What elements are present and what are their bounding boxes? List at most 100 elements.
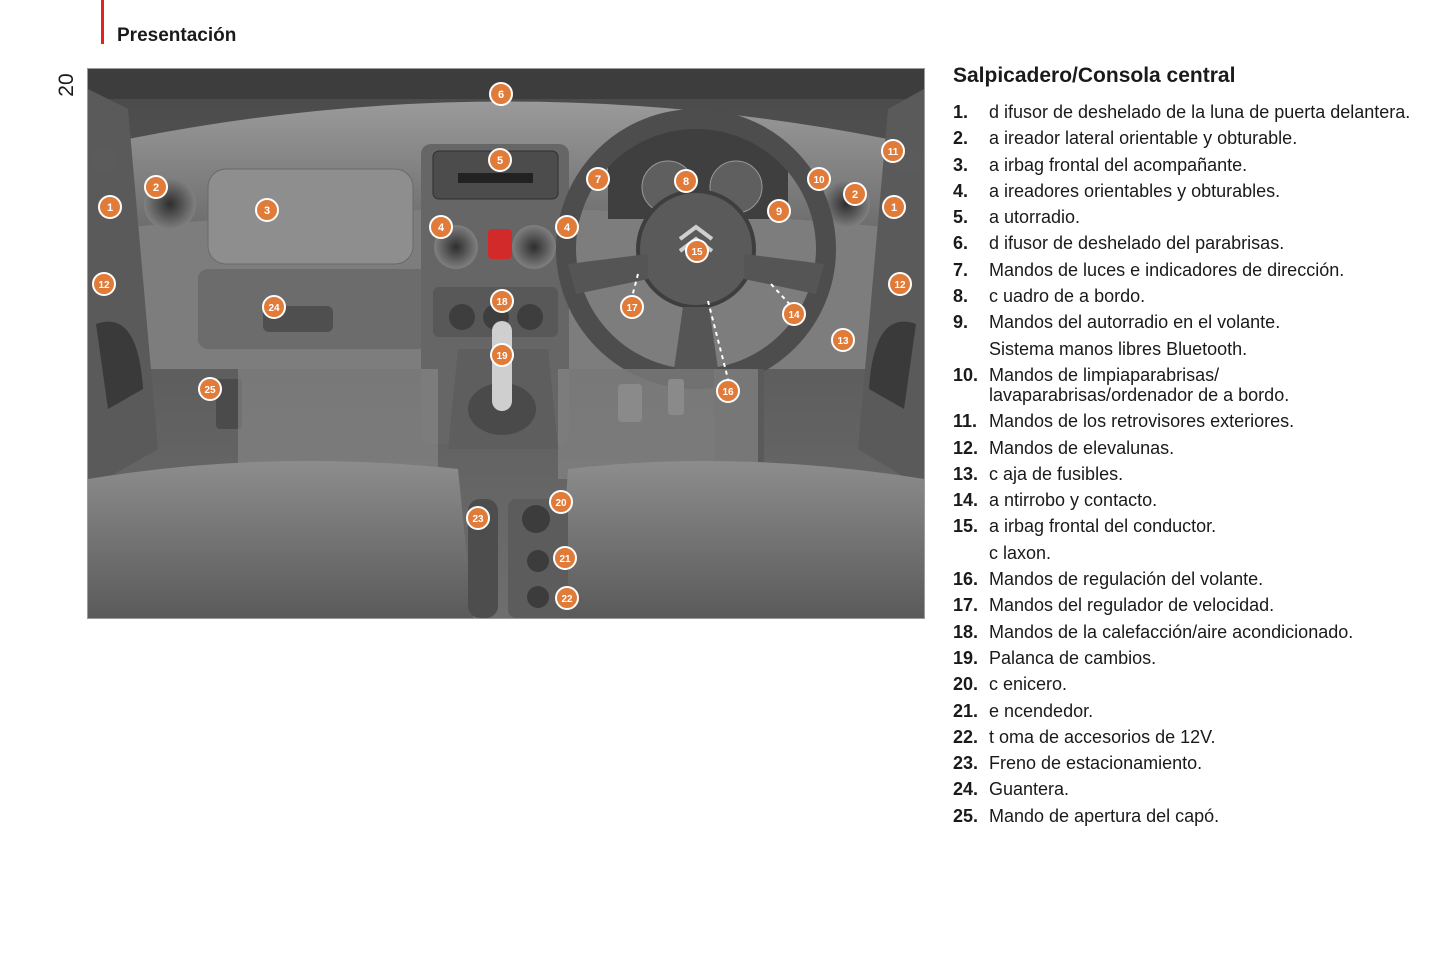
callout-marker-line xyxy=(631,273,639,298)
legend-item-text: d ifusor de deshelado del parabrisas. xyxy=(989,233,1423,253)
callout-number: 12 xyxy=(98,280,110,291)
callout-badge xyxy=(144,175,168,199)
callout-13: 13 xyxy=(831,328,855,352)
legend-item-number: 22. xyxy=(953,726,979,747)
legend-item-description: Mandos de elevalunas. xyxy=(989,437,1175,458)
legend-item: 10.Mandos de limpiaparabrisas/ lavaparab… xyxy=(953,365,1423,405)
legend-item: 5. a utorradio. xyxy=(953,207,1423,227)
callout-number: 2 xyxy=(153,182,159,194)
legend-list: 1.d ifusor de deshelado de la luna de pu… xyxy=(953,102,1423,832)
legend-item: 19.Palanca de cambios. xyxy=(953,648,1423,668)
callout-number: 12 xyxy=(894,280,906,291)
legend-item-number: 7. xyxy=(953,259,969,280)
callout-badge xyxy=(549,490,573,514)
legend-item-number: 5. xyxy=(953,207,969,228)
legend-item-text: Mandos de limpiaparabrisas/ lavaparabris… xyxy=(989,365,1423,405)
legend-item-text: Mandos de regulación del volante. xyxy=(989,569,1423,589)
callout-number: 5 xyxy=(497,155,503,167)
ashtray xyxy=(522,505,550,533)
legend-item: 15.a irbag frontal del conductor.c laxon… xyxy=(953,516,1423,562)
legend-item-text: e ncendedor. xyxy=(989,701,1423,721)
callout-24: 24 xyxy=(262,295,286,319)
callout-badge xyxy=(490,289,514,313)
callout-number: 14 xyxy=(788,310,800,321)
callout-3: 3 xyxy=(255,198,279,222)
legend-item: 7. Mandos de luces e indicadores de direc… xyxy=(953,260,1423,280)
legend-item-description: c aja de fusibles. xyxy=(989,463,1124,484)
radio-display xyxy=(458,173,533,183)
callout-badge xyxy=(807,167,831,191)
callout-badge xyxy=(716,379,740,403)
legend-item-number: 18. xyxy=(953,621,979,642)
callout-badge xyxy=(98,195,122,219)
legend-item-number: 20. xyxy=(953,674,979,695)
legend-item-number: 23. xyxy=(953,753,979,774)
callout-badge xyxy=(831,328,855,352)
legend-item-number: 16. xyxy=(953,569,979,590)
steering-spoke-right xyxy=(744,254,824,294)
steering-spoke-bottom xyxy=(674,307,718,369)
callout-17: 17 xyxy=(620,295,644,319)
legend-item: 21. e ncendedor. xyxy=(953,701,1423,721)
callout-21: 21 xyxy=(553,546,577,570)
legend-item-text: Guantera. xyxy=(989,779,1423,799)
callout-number: 11 xyxy=(888,147,899,158)
legend-item-text: c enicero. xyxy=(989,674,1423,694)
callout-number: 10 xyxy=(813,175,825,186)
callout-12: 12 xyxy=(92,272,116,296)
callout-badge xyxy=(553,546,577,570)
legend-item: 22.t oma de accesorios de 12V. xyxy=(953,727,1423,747)
legend-item-description: a ireador lateral orientable y obturable… xyxy=(989,128,1298,149)
callout-number: 4 xyxy=(438,222,445,234)
callout-marker-line xyxy=(770,283,795,310)
callout-1: 1 xyxy=(882,195,906,219)
legend-item-text: a utorradio. xyxy=(989,207,1423,227)
legend-item-number: 6. xyxy=(953,233,969,254)
legend-item-number: 4. xyxy=(953,180,969,201)
callout-20: 20 xyxy=(549,490,573,514)
legend-item-number: 2. xyxy=(953,128,969,149)
callout-1: 1 xyxy=(98,195,122,219)
legend-item-text: Mandos de la calefacción/aire acondicion… xyxy=(989,622,1423,642)
page-number: 20 xyxy=(55,73,78,97)
callout-7: 7 xyxy=(586,167,610,191)
legend-item-number: 9. xyxy=(953,312,969,333)
callout-badge xyxy=(489,82,513,106)
callout-badge xyxy=(767,199,791,223)
legend-item-number: 8. xyxy=(953,286,969,307)
legend-item-description: Mandos de luces e indicadores de direcci… xyxy=(989,259,1345,280)
hood-release-lever xyxy=(216,379,242,429)
callout-22: 22 xyxy=(555,586,579,610)
legend-item-number: 21. xyxy=(953,700,979,721)
legend-item: 24. Guantera. xyxy=(953,779,1423,799)
legend-item-text: Mandos del autorradio en el volante.Sist… xyxy=(989,312,1423,358)
section-title: Presentación xyxy=(117,25,237,46)
legend-item: 25. Mando de apertura del capó. xyxy=(953,806,1423,826)
callout-badge xyxy=(843,182,867,206)
callout-number: 9 xyxy=(776,206,782,218)
callout-number: 20 xyxy=(555,498,567,509)
callout-badge xyxy=(490,343,514,367)
legend-item-text: Mando de apertura del capó. xyxy=(989,806,1423,826)
legend-item-text: d ifusor de deshelado de la luna de puer… xyxy=(989,102,1423,122)
legend-item-number: 12. xyxy=(953,437,979,458)
legend-item-number: 25. xyxy=(953,805,979,826)
legend-item-number: 14. xyxy=(953,490,979,511)
legend-item-text: Mandos de luces e indicadores de direcci… xyxy=(989,260,1423,280)
callout-badge xyxy=(586,167,610,191)
passenger-seat xyxy=(88,461,473,618)
callout-number: 2 xyxy=(852,189,858,201)
callout-badge xyxy=(198,377,222,401)
legend-item-description: a irbag frontal del conductor. xyxy=(989,516,1217,537)
legend-item-description: Mandos de los retrovisores exteriores. xyxy=(989,411,1295,432)
callout-4: 4 xyxy=(555,215,579,239)
hvac-knob-right xyxy=(517,304,543,330)
legend-item-text: a ireadores orientables y obturables. xyxy=(989,181,1423,201)
callout-badge xyxy=(255,198,279,222)
callout-marker-line xyxy=(707,300,729,380)
callout-number: 22 xyxy=(561,594,573,605)
header-accent-bar xyxy=(101,0,104,44)
legend-item-number: 24. xyxy=(953,779,979,800)
